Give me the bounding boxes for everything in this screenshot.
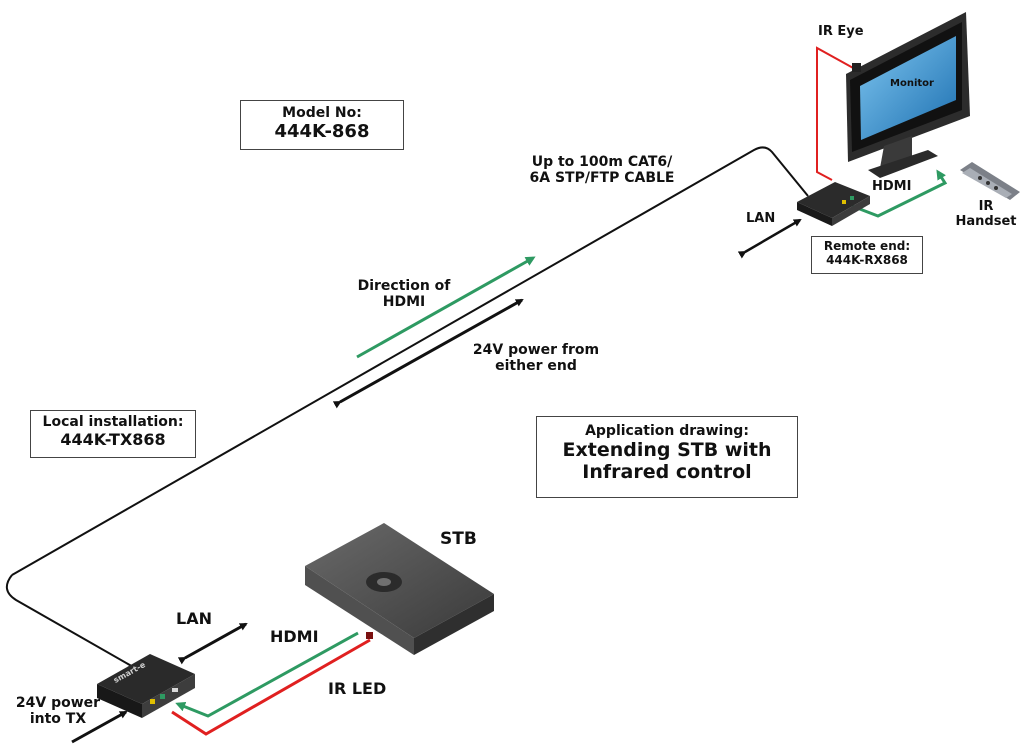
ir-eye-label: IR Eye — [818, 24, 864, 39]
stb-label: STB — [440, 529, 477, 549]
local-lan-label: LAN — [176, 609, 212, 628]
local-hdmi-cable — [175, 631, 359, 718]
local-installation-value: 444K-TX868 — [60, 430, 166, 449]
power-either-line1: 24V power from — [472, 342, 600, 358]
model-number-label: Model No: — [282, 105, 362, 121]
power-into-tx-arrow — [71, 710, 128, 744]
hdmi-direction-label: Direction of HDMI — [344, 278, 464, 310]
remote-end-label: Remote end: — [823, 239, 911, 253]
remote-end-value: 444K-RX868 — [826, 253, 908, 267]
remote-lan-label: LAN — [746, 211, 776, 226]
monitor — [846, 12, 970, 178]
ir-led-wire — [171, 638, 371, 736]
cable-label-line1: Up to 100m CAT6/ — [531, 154, 673, 170]
local-installation-label: Local installation: — [42, 414, 184, 430]
model-number-value: 444K-868 — [274, 121, 370, 142]
remote-end-box: Remote end: 444K-RX868 — [811, 236, 923, 274]
tx-device — [97, 654, 195, 718]
local-installation-box: Local installation: 444K-TX868 — [30, 410, 196, 458]
ir-led-label: IR LED — [328, 679, 387, 698]
remote-lan-arrow — [737, 218, 802, 259]
application-drawing-box: Application drawing: Extending STB with … — [536, 416, 798, 498]
power-into-tx-line1: 24V power — [15, 695, 101, 711]
cable-label-line2: 6A STP/FTP CABLE — [529, 170, 675, 187]
application-line2: Extending STB with — [562, 439, 772, 461]
local-lan-arrow — [177, 622, 248, 665]
application-line3: Infrared control — [582, 461, 752, 483]
monitor-screen-label: Monitor — [890, 78, 934, 89]
stb-box — [305, 523, 494, 655]
ir-handset-line1: IR — [978, 199, 994, 214]
remote-hdmi-label: HDMI — [872, 179, 912, 194]
application-title: Application drawing: — [585, 423, 749, 439]
local-hdmi-label: HDMI — [270, 627, 319, 646]
cable-label: Up to 100m CAT6/ 6A STP/FTP CABLE — [512, 154, 692, 186]
power-into-tx-label: 24V power into TX — [8, 695, 108, 727]
rx-device — [797, 182, 870, 226]
ir-handset — [960, 162, 1020, 200]
remote-hdmi-cable — [851, 169, 948, 218]
ir-handset-label: IR Handset — [954, 199, 1018, 230]
ir-eye-wire — [816, 46, 856, 181]
ir-handset-line2: Handset — [955, 213, 1017, 229]
power-into-tx-line2: into TX — [29, 711, 87, 728]
cat6-cable — [5, 146, 809, 669]
power-double-arrow — [332, 298, 524, 409]
hdmi-direction-line1: Direction of — [357, 278, 451, 294]
power-either-line2: either end — [495, 358, 577, 375]
hdmi-direction-line2: HDMI — [382, 294, 426, 311]
model-number-box: Model No: 444K-868 — [240, 100, 404, 150]
power-either-label: 24V power from either end — [466, 342, 606, 374]
